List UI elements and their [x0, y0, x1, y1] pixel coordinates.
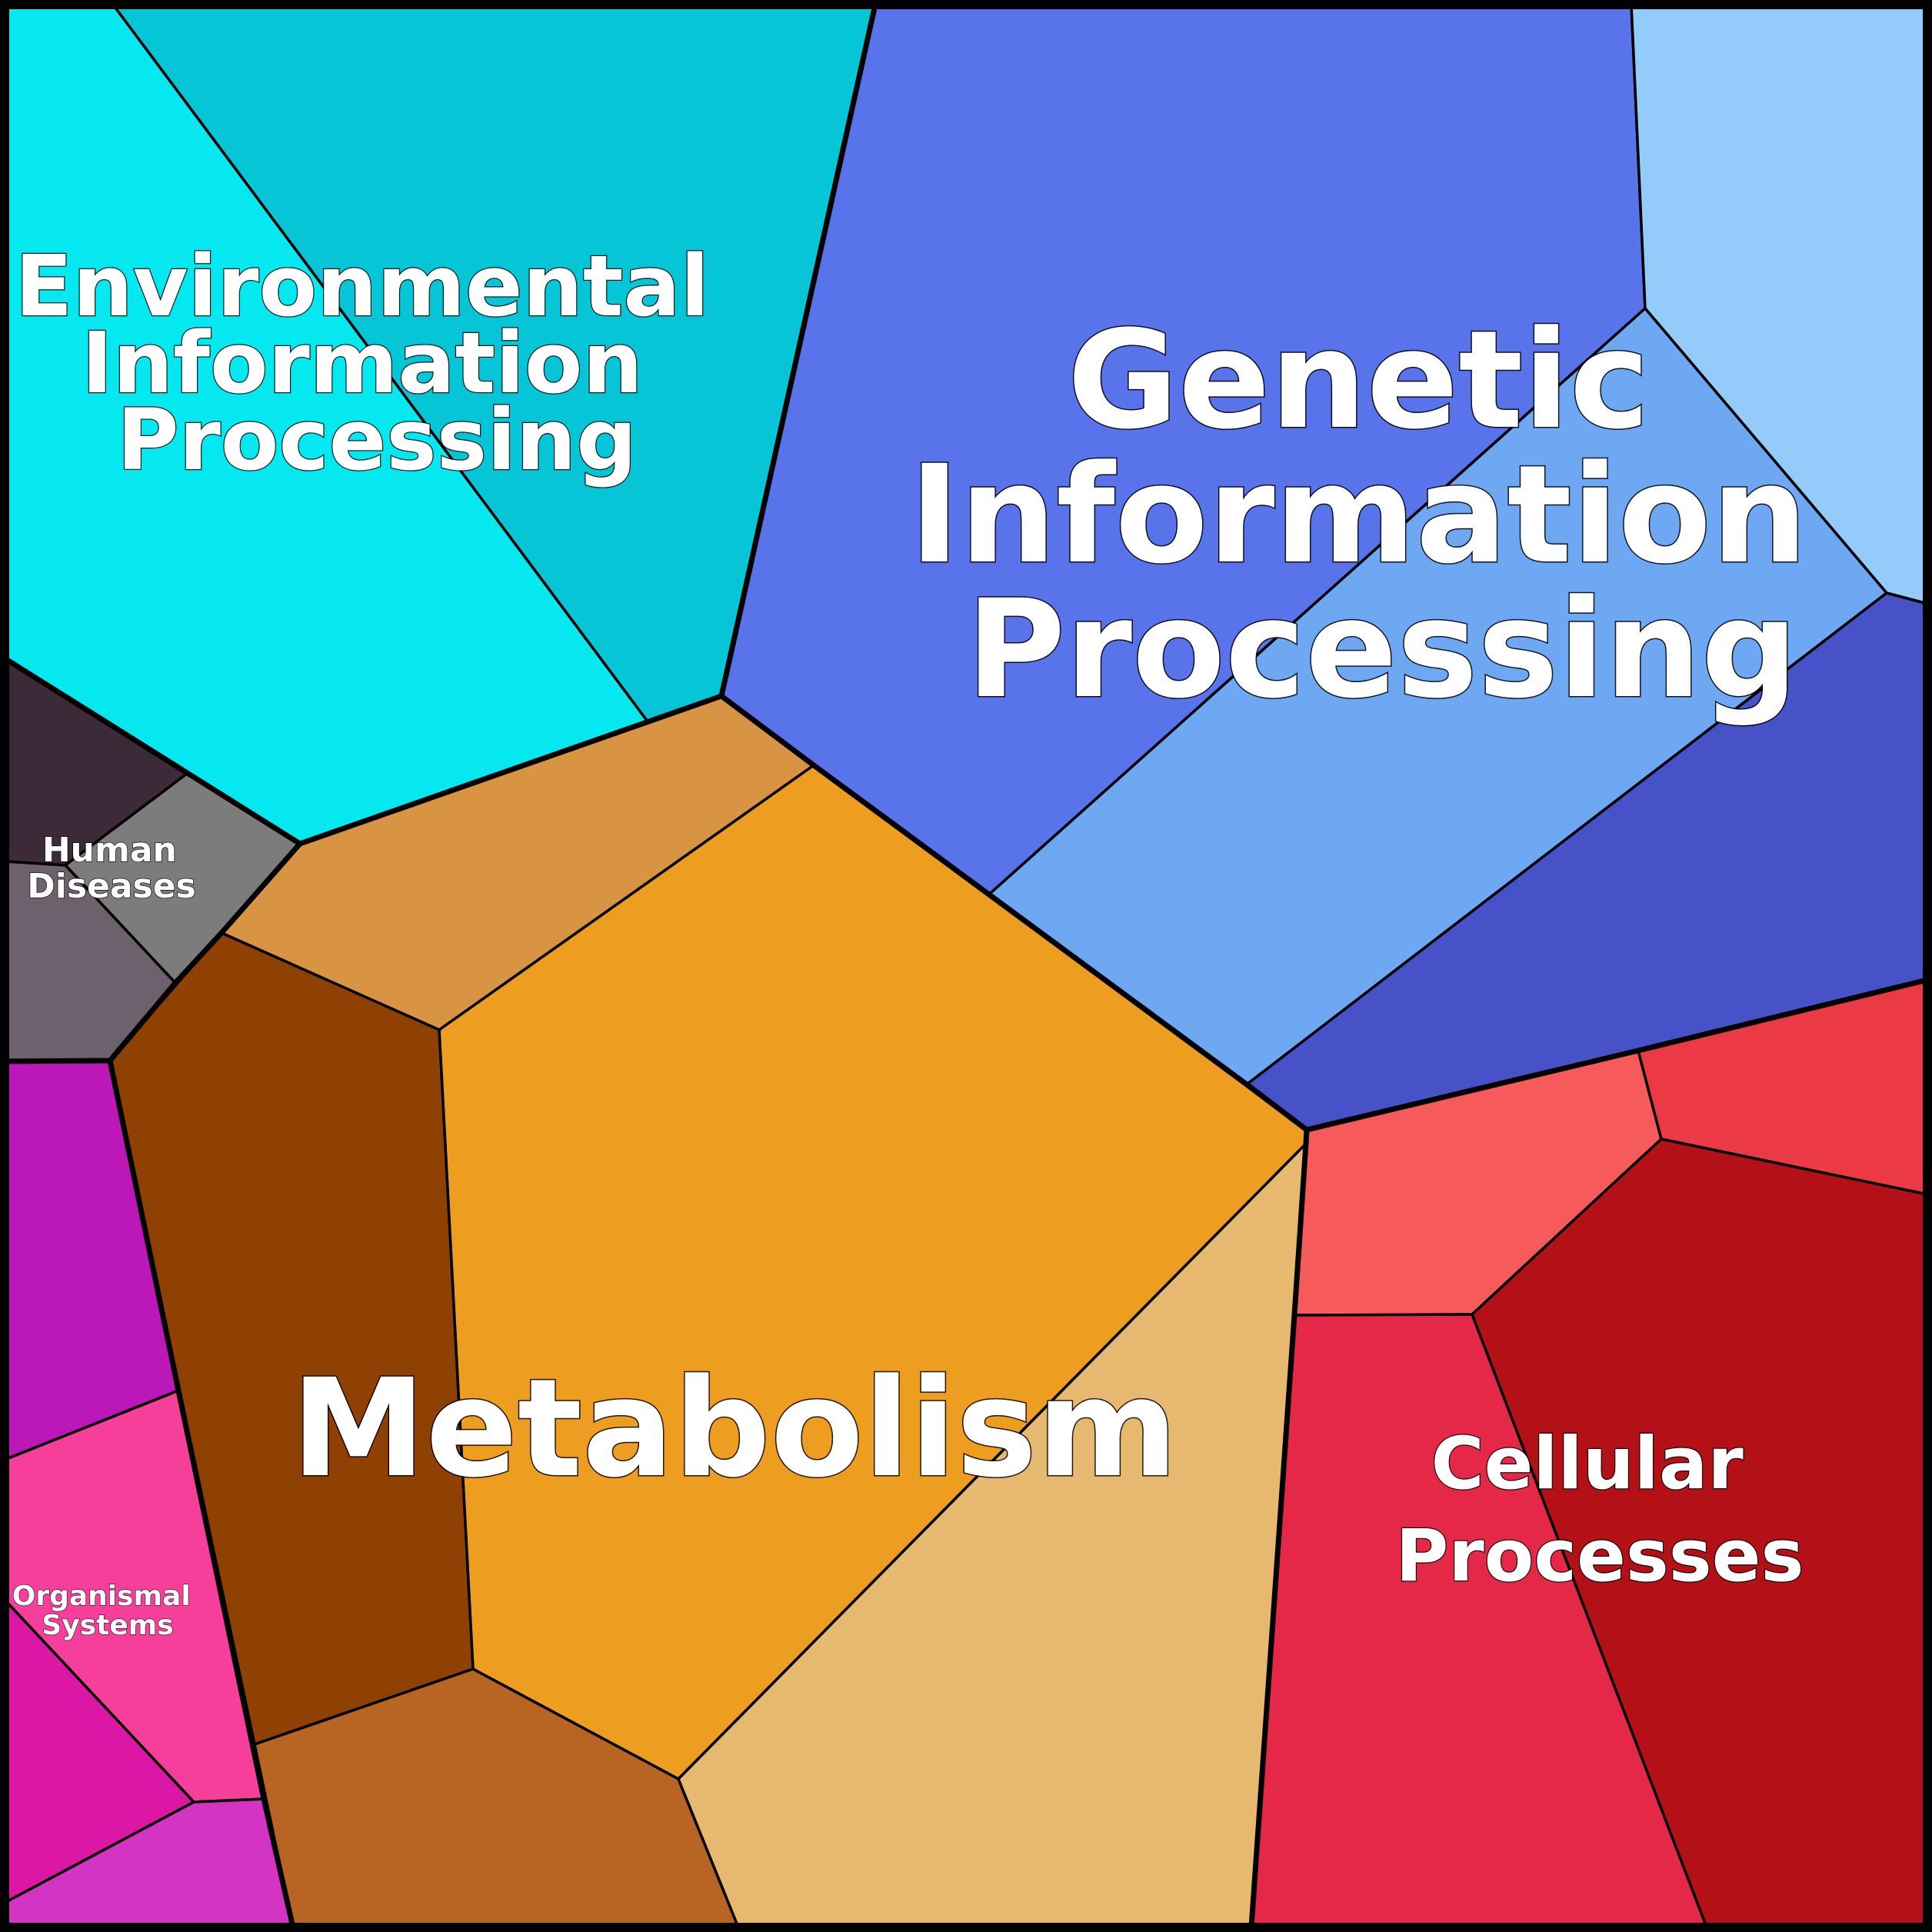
border-metabolism-cellular — [1248, 1127, 1310, 1930]
label-cellular-line-2: Processes — [1396, 1514, 1804, 1598]
border-genetic-cellular — [1304, 977, 1930, 1133]
label-genetic-line-2: Information — [909, 436, 1807, 594]
border-metabolism-organismal — [107, 1058, 296, 1930]
label-environmental-line-3: Processing — [117, 391, 637, 489]
label-genetic: Genetic Information Processing — [909, 301, 1854, 728]
label-genetic-line-3: Processing — [966, 571, 1798, 728]
group-labels: Environmental Information Processing Gen… — [12, 236, 1854, 1642]
label-cellular: Cellular Processes — [1396, 1422, 1804, 1598]
border-genetic-metabolism — [718, 693, 1310, 1133]
label-metabolism: Metabolism — [291, 1350, 1178, 1507]
label-organismal-line-2: Systems — [42, 1610, 173, 1641]
border-human-diseases-metabolism — [2, 841, 303, 1064]
label-cellular-line-1: Cellular — [1431, 1422, 1744, 1506]
label-organismal-line-1: Organismal — [12, 1581, 191, 1612]
label-genetic-line-1: Genetic — [1068, 301, 1650, 459]
label-environmental-line-2: Information — [82, 314, 643, 412]
border-environmental-genetic — [718, 2, 878, 699]
label-metabolism-line-1: Metabolism — [291, 1350, 1178, 1507]
label-environmental: Environmental Information Processing — [15, 237, 738, 489]
voronoi-cells — [3, 3, 1929, 1929]
label-human-diseases-line-1: Human — [42, 831, 177, 870]
label-human-diseases-line-2: Diseases — [27, 867, 196, 906]
label-environmental-line-1: Environmental — [15, 237, 709, 335]
label-human-diseases: Human Diseases — [27, 831, 196, 906]
label-organismal: Organismal Systems — [12, 1581, 201, 1641]
